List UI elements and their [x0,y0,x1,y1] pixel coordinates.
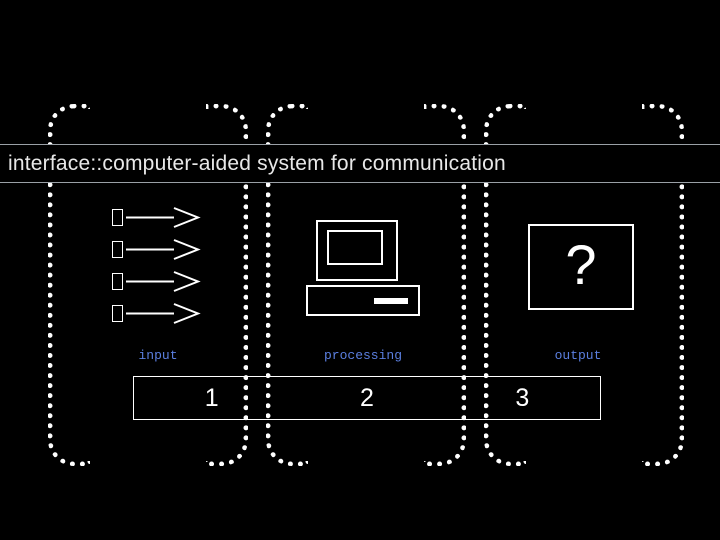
arrow-right-icon [126,207,201,228]
bracket-processing-right [424,104,466,466]
stage-numbers-bar: 1 2 3 [133,376,601,420]
input-arrows-group [112,206,204,328]
monitor-outline [316,220,398,281]
computer-base [306,285,420,316]
caption-input: input [138,348,178,363]
screen-outline [327,230,383,265]
bracket-output-left [484,104,526,466]
caption-output: output [554,348,602,363]
arrow-right-icon [126,303,201,324]
arrow-row [112,238,204,262]
stage-number-3: 3 [515,383,530,412]
arrow-row [112,206,204,230]
stage-number-1: 1 [204,383,219,412]
arrow-tail [112,305,123,322]
arrow-right-icon [126,239,201,260]
bracket-output-right [642,104,684,466]
question-mark-icon: ? [565,233,597,296]
bracket-input-right [206,104,248,466]
arrow-tail [112,209,123,226]
caption-processing: processing [323,348,402,363]
stage-number-2: 2 [360,383,374,412]
bracket-processing-left [266,104,308,466]
arrow-row [112,270,204,294]
page-title: interface::computer-aided system for com… [8,151,506,175]
arrow-row [112,302,204,326]
arrow-right-icon [126,271,201,292]
output-box: ? [528,224,634,310]
arrow-tail [112,273,123,290]
bracket-input-left [48,104,90,466]
drive-slot [374,298,408,304]
title-banner: interface::computer-aided system for com… [0,144,720,183]
computer-icon [306,220,420,322]
arrow-tail [112,241,123,258]
